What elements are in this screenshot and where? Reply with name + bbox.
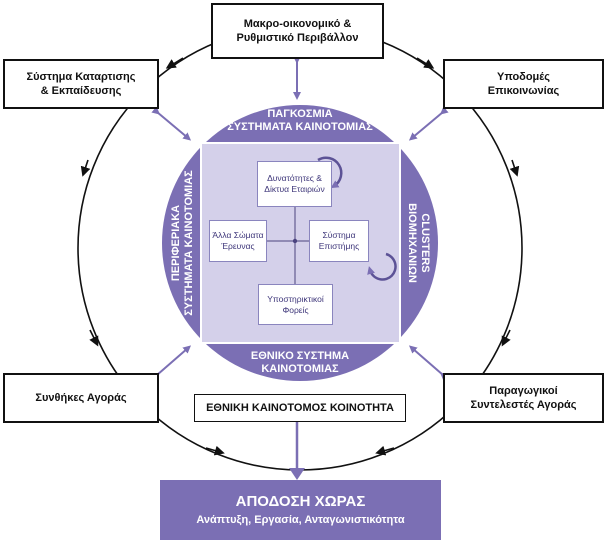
- arrow-to-output-head: [289, 468, 305, 480]
- national-innovation-label: ΕΘΝΙΚΟ ΣΥΣΤΗΜΑ ΚΑΙΝΟΤΟΜΙΑΣ: [220, 350, 380, 376]
- arrow-bottom-left-box: [151, 345, 192, 381]
- other-research-bodies-box: Άλλα Σώματα Έρευνας: [209, 220, 267, 262]
- ring-arrow-right-mid: [509, 159, 520, 177]
- company-networks-box: Δυνατότητες & Δίκτυα Εταιριών: [257, 161, 332, 207]
- label-line: CLUSTERS: [419, 213, 431, 273]
- global-innovation-label: ΠΑΓΚΟΣΜΙΑ ΣΥΣΤΗΜΑΤΑ ΚΑΙΝΟΤΟΜΙΑΣ: [220, 108, 380, 134]
- inner-line: Σύστημα: [322, 230, 356, 240]
- box-line: & Εκπαίδευσης: [40, 85, 122, 97]
- training-education-box: Σύστημα Καταρτισης & Εκπαίδευσης: [3, 59, 159, 109]
- label-line: ΣΥΣΤΗΜΑΤΑ ΚΑΙΝΟΤΟΜΙΑΣ: [183, 170, 195, 316]
- ring-arrow-right-low: [501, 329, 511, 347]
- link-arrows: [151, 56, 449, 381]
- label-line: ΠΑΓΚΟΣΜΙΑ: [267, 108, 333, 120]
- box-line: Συντελεστές Αγοράς: [470, 399, 577, 411]
- inner-connector-node: [292, 238, 298, 244]
- inner-line: Υποστηρικτικοί: [267, 293, 324, 304]
- label-line: ΣΥΣΤΗΜΑΤΑ ΚΑΙΝΟΤΟΜΙΑΣ: [227, 121, 373, 133]
- feedback-arrow-top: [317, 156, 343, 189]
- communication-infrastructure-box: Υποδομές Επικοινωνίας: [443, 59, 604, 109]
- box-line: Παραγωγικοί: [489, 385, 558, 397]
- box-line: Υποδομές: [497, 71, 550, 83]
- inner-line: Έρευνας: [221, 241, 255, 251]
- box-line: Μακρο-οικονομικό &: [243, 18, 352, 30]
- label-line: ΕΘΝΙΚΟ ΣΥΣΤΗΜΑ: [250, 350, 350, 362]
- ring-arrow-top-left: [165, 57, 184, 69]
- inner-line: Φορείς: [282, 304, 309, 315]
- output-title: ΑΠΟΔΟΣΗ ΧΩΡΑΣ: [235, 493, 366, 510]
- label-line: ΠΕΡΙΦΕΡΙΑΚΑ: [170, 204, 182, 282]
- arrow-top-left-box: [151, 106, 192, 141]
- macroeconomic-environment-box: Μακρο-οικονομικό & Ρυθμιστικό Περιβάλλον: [211, 3, 384, 59]
- national-innovative-community-box: ΕΘΝΙΚΗ ΚΑΙΝΟΤΟΜΟΣ ΚΟΙΝΟΤΗΤΑ: [194, 394, 406, 422]
- arrow-bottom-right-box: [408, 345, 449, 381]
- ring-arrow-left-low: [89, 329, 99, 347]
- inner-line: Δυνατότητες &: [267, 173, 322, 183]
- ring-arrow-bottom-right: [375, 445, 395, 456]
- production-factors-box: Παραγωγικοί Συντελεστές Αγοράς: [443, 373, 604, 423]
- box-line: Επικοινωνίας: [487, 85, 560, 97]
- box-line: Συνθήκες Αγοράς: [35, 392, 127, 404]
- feedback-arrow-right: [367, 252, 397, 281]
- inner-line: Δίκτυα Εταιριών: [264, 184, 325, 194]
- ring-arrow-top-right: [416, 57, 435, 69]
- country-performance-box: ΑΠΟΔΟΣΗ ΧΩΡΑΣ Ανάπτυξη, Εργασία, Ανταγων…: [160, 480, 441, 540]
- industry-clusters-label: CLUSTERS ΒΙΟΜΗΧΑΝΙΩΝ: [405, 188, 431, 298]
- label-line: ΚΑΙΝΟΤΟΜΙΑΣ: [261, 363, 339, 375]
- regional-innovation-label: ΠΕΡΙΦΕΡΙΑΚΑ ΣΥΣΤΗΜΑΤΑ ΚΑΙΝΟΤΟΜΙΑΣ: [170, 168, 196, 318]
- ring-arrow-left-mid: [80, 159, 91, 177]
- support-bodies-box: Υποστηρικτικοί Φορείς: [258, 284, 333, 325]
- inner-line: Επιστήμης: [318, 241, 360, 251]
- arrow-top-right-box: [408, 106, 449, 141]
- label-line: ΒΙΟΜΗΧΑΝΙΩΝ: [406, 203, 418, 283]
- box-line: Ρυθμιστικό Περιβάλλον: [236, 32, 359, 44]
- ring-arrow-bottom-left: [205, 445, 225, 456]
- inner-line: Άλλα Σώματα: [212, 230, 264, 240]
- box-line: Σύστημα Καταρτισης: [26, 71, 136, 83]
- market-conditions-box: Συνθήκες Αγοράς: [3, 373, 159, 423]
- science-system-box: Σύστημα Επιστήμης: [309, 220, 369, 262]
- output-subtitle: Ανάπτυξη, Εργασία, Ανταγωνιστικότητα: [196, 514, 405, 526]
